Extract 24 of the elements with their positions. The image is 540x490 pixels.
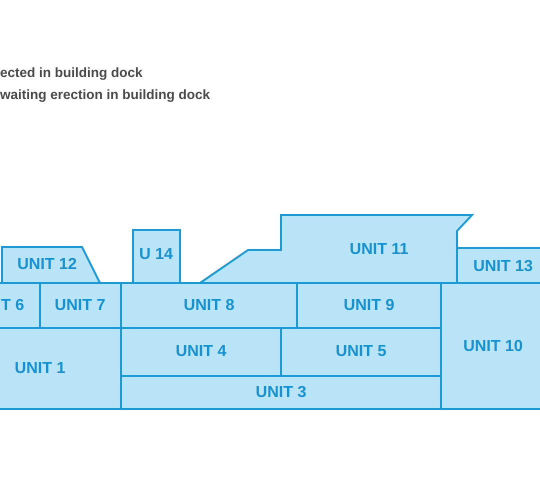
hull-unit-block	[297, 283, 441, 328]
unit-label: UNIT 9	[344, 297, 394, 315]
hull-unit-block	[121, 283, 297, 328]
hull-unit-block	[121, 376, 441, 409]
unit-label: UNIT 1	[14, 360, 66, 378]
unit-label: UNIT 11	[350, 241, 408, 259]
legend-text: waiting erection in building dock	[0, 87, 210, 102]
unit-label: UNIT 12	[17, 256, 77, 274]
unit-label: UNIT 10	[463, 338, 523, 356]
hull-unit-block	[121, 328, 281, 376]
hull-unit-block	[133, 230, 180, 284]
unit-label: UNIT 4	[176, 343, 226, 361]
unit-label: UNIT 13	[473, 258, 533, 276]
hull-unit-block	[281, 328, 441, 376]
unit-label: U 14	[139, 246, 173, 264]
unit-label: UNIT 8	[184, 297, 234, 315]
legend-text: ected in building dock	[0, 65, 143, 80]
unit-label: UNIT 3	[256, 384, 306, 402]
hull-unit-block	[200, 215, 472, 283]
unit-label: T 6	[1, 297, 24, 315]
hull-unit-block	[2, 247, 100, 283]
unit-label: UNIT 7	[54, 297, 106, 315]
hull-unit-block	[40, 283, 121, 328]
unit-label: UNIT 5	[336, 343, 386, 361]
